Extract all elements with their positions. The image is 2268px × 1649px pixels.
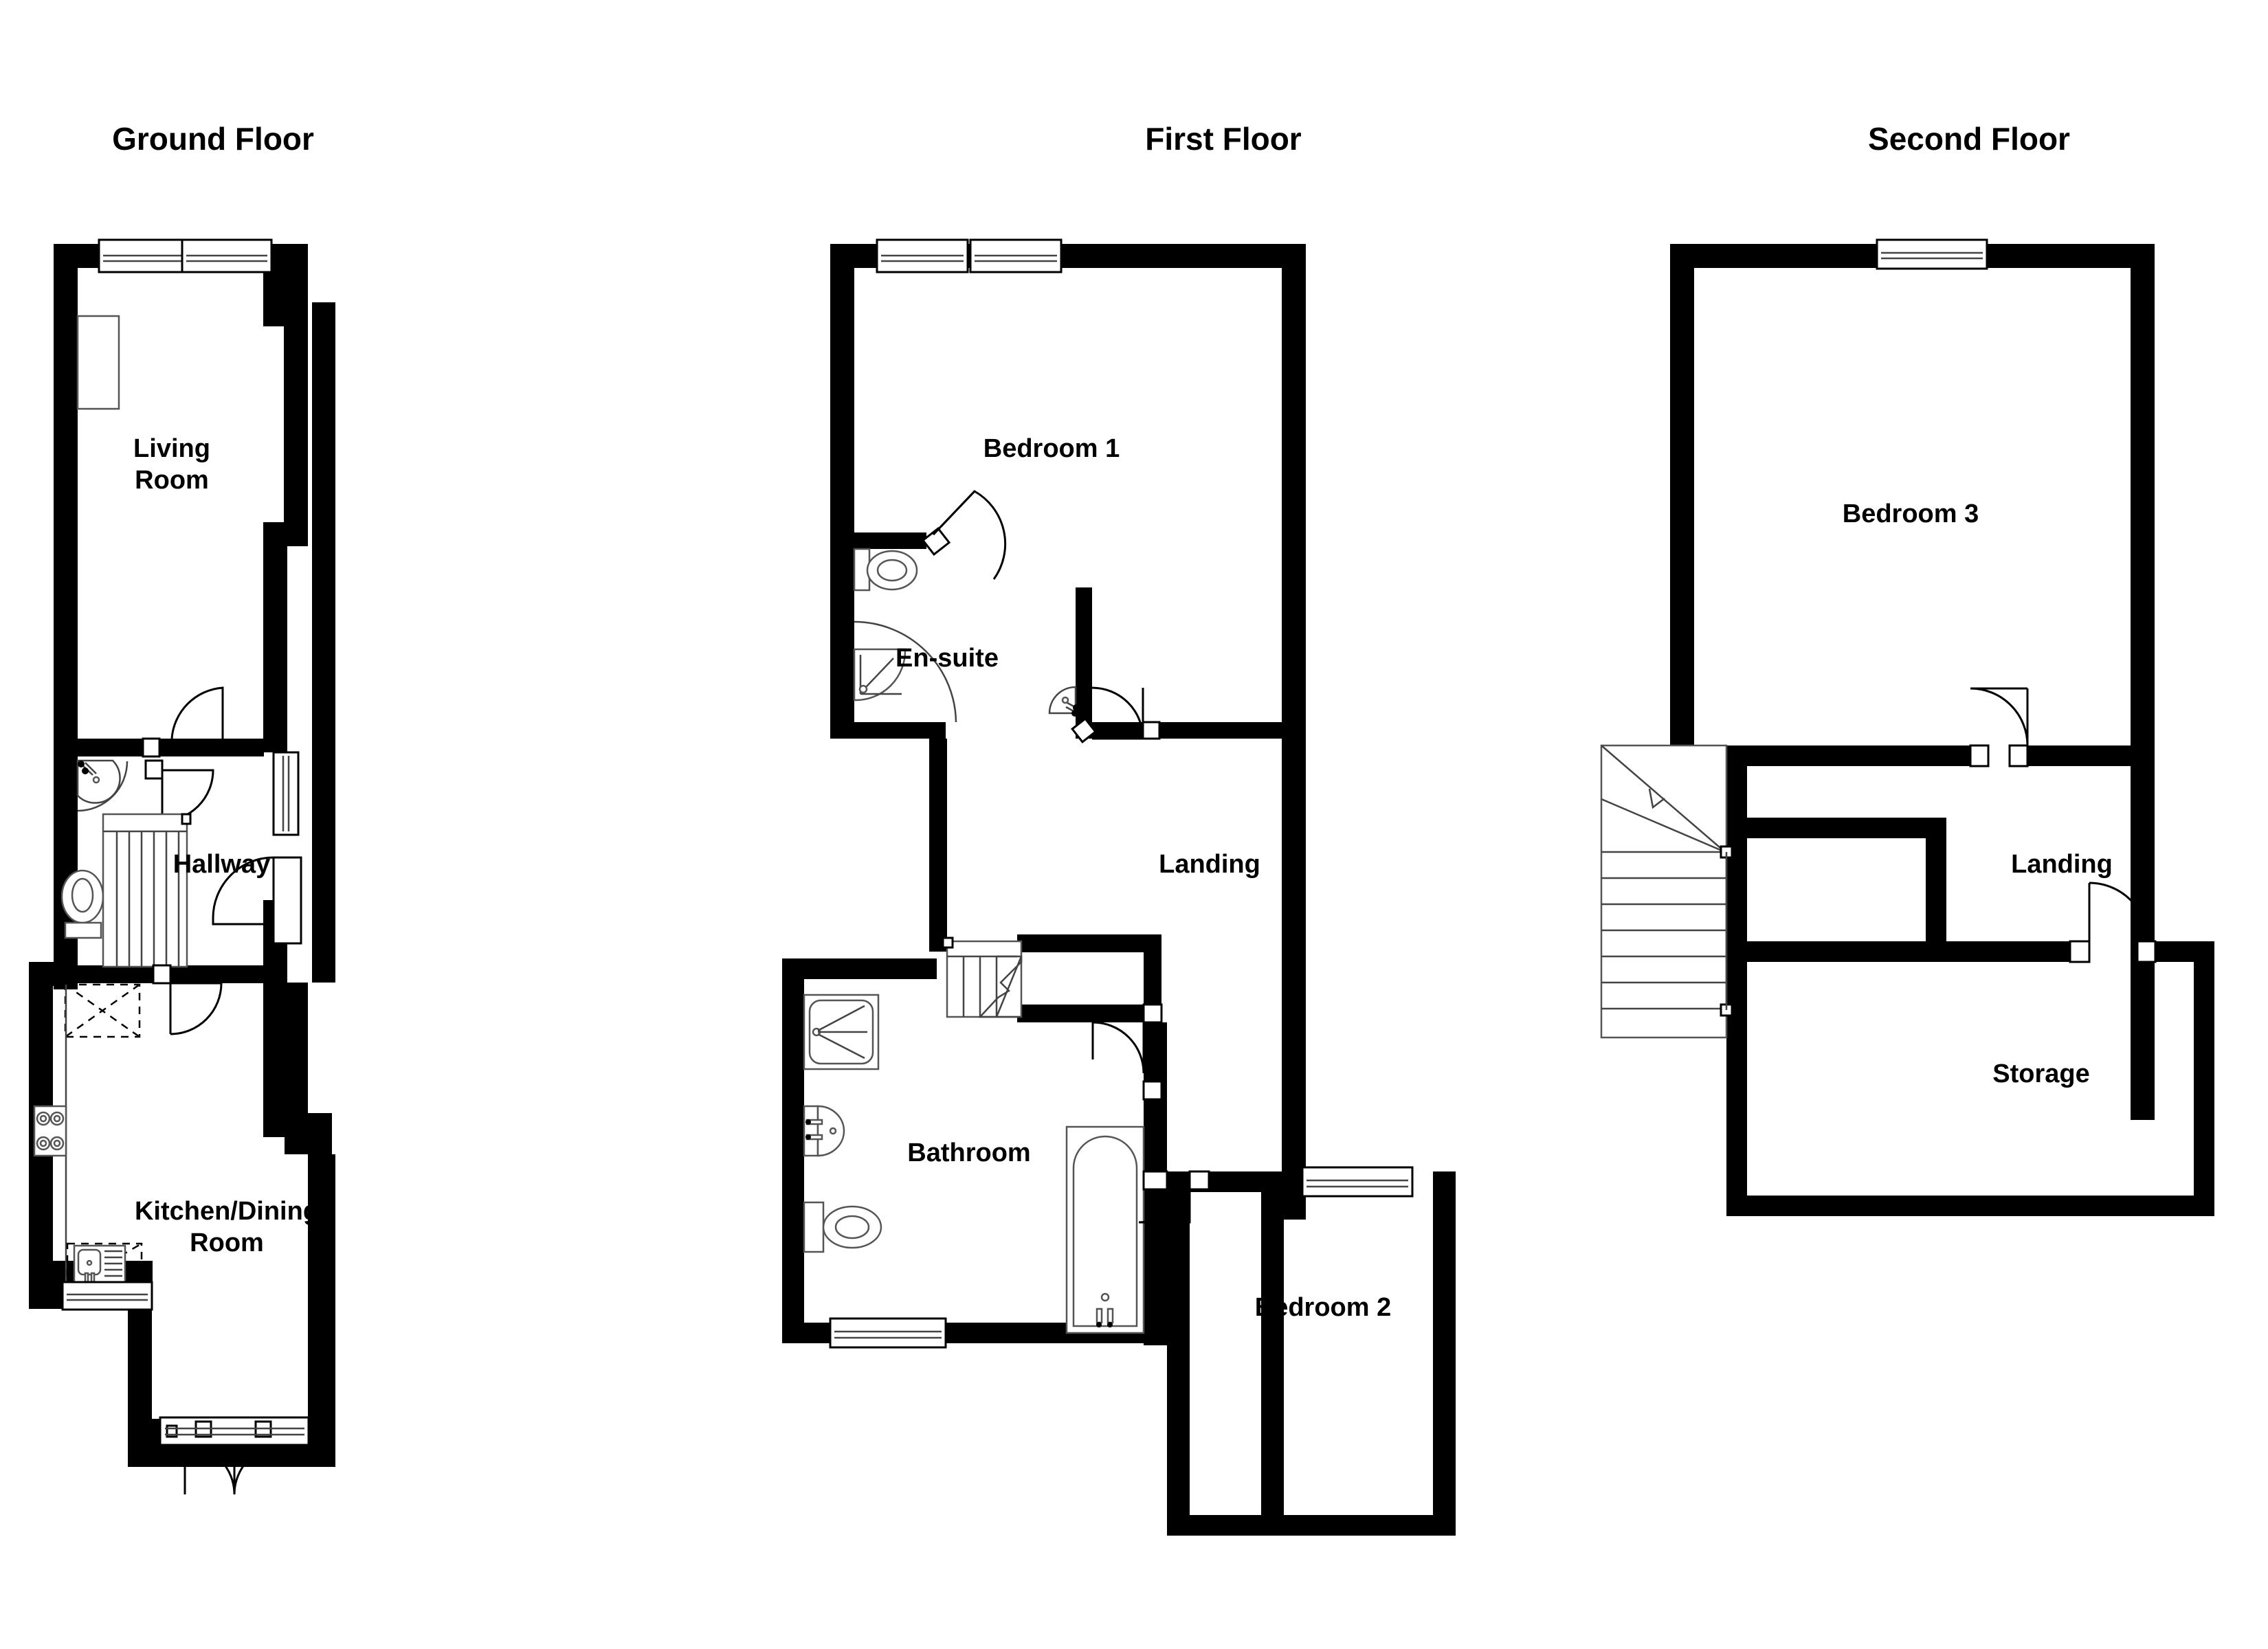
bathroom-window — [829, 1317, 947, 1349]
bathroom-toilet — [803, 1201, 882, 1253]
room-label-bedroom-3: Bedroom 3 — [1842, 500, 1979, 528]
room-label-bedroom-2: Bedroom 2 — [1254, 1293, 1392, 1322]
room-label-hallway: Hallway — [173, 850, 271, 879]
staircase — [942, 936, 1023, 1018]
staircase — [102, 813, 192, 968]
bathroom-door — [1091, 1003, 1163, 1101]
bay-alcove — [76, 315, 120, 410]
floor-title-ground: Ground Floor — [112, 121, 314, 157]
bedroom1-door — [1071, 686, 1161, 743]
floor-plan-second: Second Floor — [1546, 0, 2268, 1649]
floor-plan-first: First Floor — [756, 0, 1546, 1649]
french-doors — [159, 1416, 310, 1495]
room-label-storage: Storage — [1992, 1059, 2090, 1088]
understairs-door-upper — [144, 759, 214, 822]
floor-title-first: First Floor — [1145, 121, 1302, 157]
room-label-bedroom-1: Bedroom 1 — [983, 434, 1120, 463]
bathroom-shower-tray — [803, 994, 880, 1070]
room-label-bathroom: Bathroom — [907, 1138, 1031, 1167]
ground-floor-drawing — [29, 238, 335, 1495]
first-floor-drawing — [782, 238, 1456, 1536]
bedroom2-window — [1301, 1166, 1414, 1198]
bedroom2-door — [1138, 1170, 1210, 1224]
ensuite-door — [921, 490, 1007, 580]
kitchen-window — [61, 1281, 153, 1311]
wc-basin — [76, 759, 129, 812]
side-window — [272, 751, 300, 836]
window-front-right — [181, 238, 273, 273]
window-front-left — [876, 238, 969, 273]
floor-title-second: Second Floor — [1868, 121, 2070, 157]
staircase — [1600, 744, 1733, 1039]
second-floor-drawing — [1600, 238, 2214, 1216]
window-front-right — [969, 238, 1063, 273]
hallway-to-kitchen-door — [152, 964, 223, 1035]
ensuite-corner-basin — [1048, 686, 1080, 717]
room-label-en-suite: En-suite — [896, 644, 999, 673]
ensuite-toilet — [853, 548, 918, 592]
under-counter-unit-left — [64, 983, 141, 1038]
wc-toilet — [60, 869, 104, 939]
room-label-landing-second: Landing — [2011, 850, 2113, 879]
bathroom-basin — [803, 1105, 845, 1157]
ensuite-shower-quadrant — [853, 620, 957, 723]
floor-plan-ground: Ground Floor — [0, 0, 756, 1649]
room-label-landing-first: Landing — [1159, 850, 1260, 879]
bathtub — [1065, 1125, 1145, 1334]
window-front-left — [98, 238, 190, 273]
hob — [33, 1105, 67, 1157]
living-room-door — [142, 686, 224, 758]
bedroom3-door — [1969, 687, 2029, 767]
front-door — [212, 856, 302, 945]
window-front — [1876, 238, 1988, 270]
storage-door — [2069, 882, 2157, 963]
